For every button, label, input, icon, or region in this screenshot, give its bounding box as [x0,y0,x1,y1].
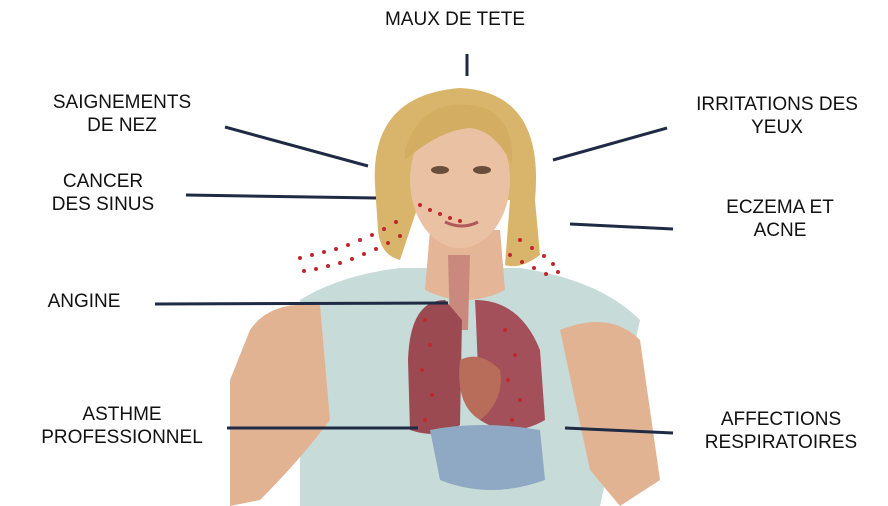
label-angina: ANGINE [28,290,140,313]
leader-line-nosebleeds [225,127,368,166]
label-nosebleeds-line2: DE NEZ [22,114,222,137]
label-headache-line1: MAUX DE TETE [360,8,550,31]
leader-line-eye [553,128,667,160]
leader-line-eczema [570,224,673,229]
label-angina-line1: ANGINE [28,290,140,313]
label-eye-line1: IRRITATIONS DES [668,93,886,116]
lower-organs [430,425,545,490]
label-asthma-line1: ASTHME [22,403,222,426]
label-nosebleeds: SAIGNEMENTS DE NEZ [22,91,222,137]
label-eczema-acne: ECZEMA ET ACNE [700,196,860,242]
label-sinus-cancer: CANCER DES SINUS [28,170,178,216]
label-sinus-line1: CANCER [28,170,178,193]
label-respiratory-disorders: AFFECTIONS RESPIRATOIRES [676,408,886,454]
label-headache: MAUX DE TETE [360,8,550,31]
label-nosebleeds-line1: SAIGNEMENTS [22,91,222,114]
leader-line-sinus [186,195,376,198]
label-eye-line2: YEUX [668,116,886,139]
label-resp-line2: RESPIRATOIRES [676,431,886,454]
eye-right [473,166,491,174]
label-resp-line1: AFFECTIONS [676,408,886,431]
label-asthma-line2: PROFESSIONNEL [22,426,222,449]
leader-line-angina [155,303,448,304]
label-eczema-line1: ECZEMA ET [700,196,860,219]
label-sinus-line2: DES SINUS [28,193,178,216]
label-occupational-asthma: ASTHME PROFESSIONNEL [22,403,222,449]
eye-left [431,166,449,174]
left-lung [408,300,462,434]
label-eczema-line2: ACNE [700,219,860,242]
label-eye-irritation: IRRITATIONS DES YEUX [668,93,886,139]
